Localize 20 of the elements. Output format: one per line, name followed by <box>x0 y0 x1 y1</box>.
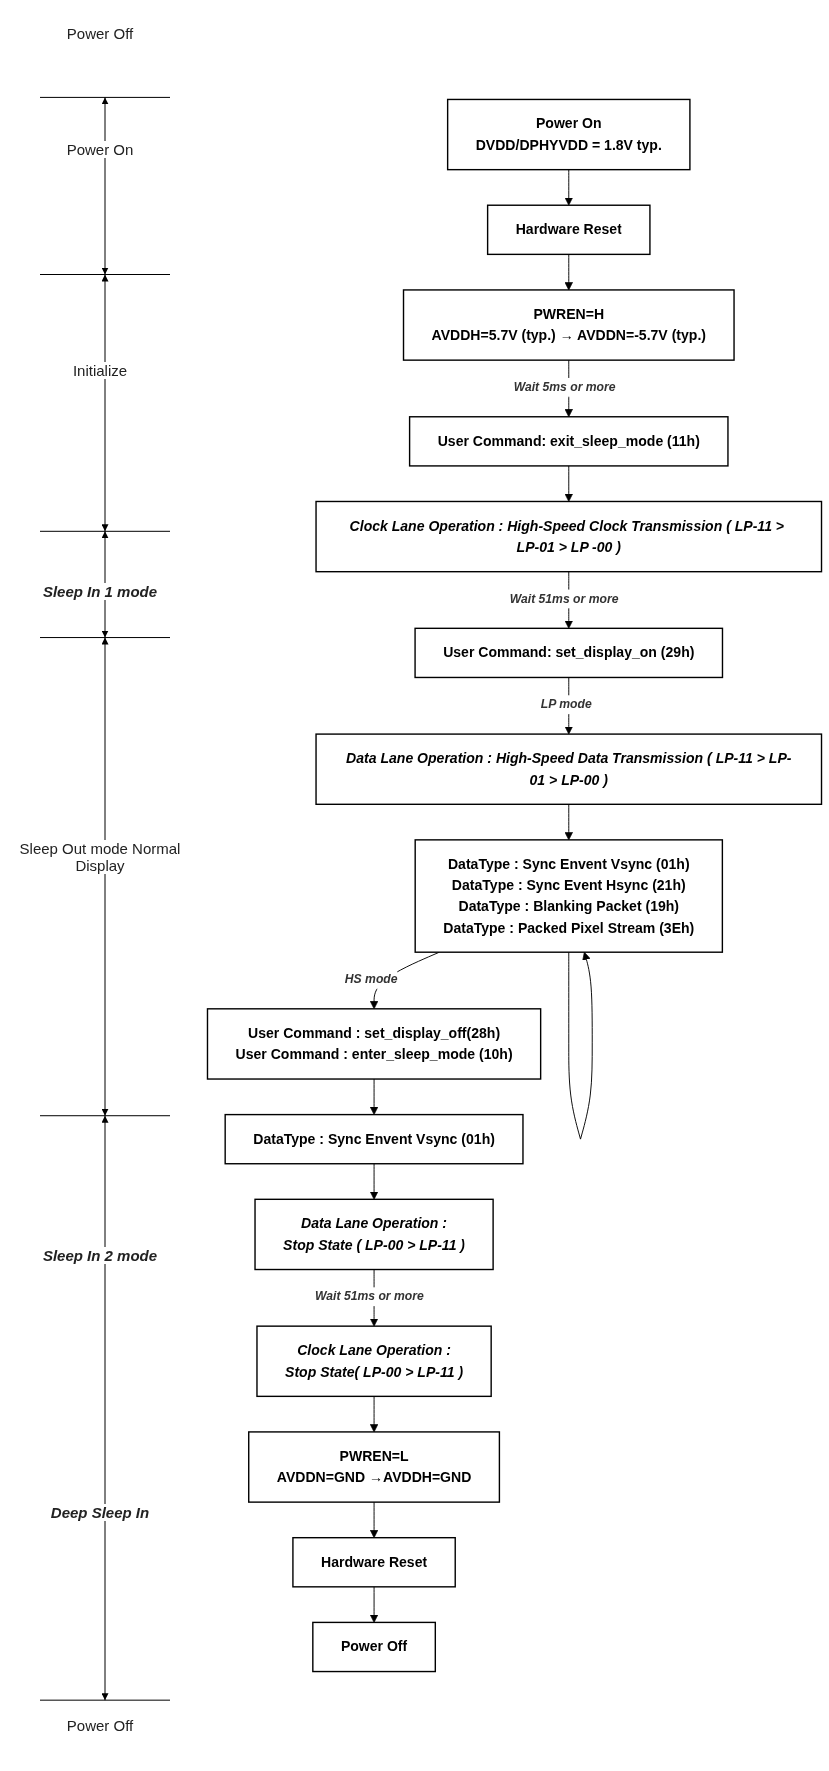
node-box: Hardware Reset <box>486 204 651 256</box>
node-box: User Command: exit_sleep_mode (11h) <box>408 416 729 467</box>
node-box: PWREN=H AVDDH=5.7V (typ.) → AVDDN=-5.7V (typ.) <box>402 289 735 361</box>
edge-label: Wait 51ms or more <box>315 1289 424 1304</box>
node-box: Clock Lane Operation : High-Speed Clock Transmission ( LP-11 > LP-01 > LP -00 ) <box>315 500 823 573</box>
node-box: User Command: set_display_on (29h) <box>414 627 724 679</box>
node-box: Clock Lane Operation : Stop State( LP-00 > LP-11 ) <box>256 1325 492 1398</box>
node-box: Hardware Reset <box>292 1537 456 1588</box>
node-box: Data Lane Operation : High-Speed Data Transmission ( LP-11 > LP-01 > LP-00 ) <box>315 733 823 805</box>
node-box: Data Lane Operation : Stop State ( LP-00 > LP-11 ) <box>254 1198 494 1271</box>
node-box: User Command : set_display_off(28h) User Command : enter_sleep_mode (10h) <box>206 1008 542 1080</box>
edge-label: Wait 5ms or more <box>513 379 616 394</box>
node-box: DataType : Sync Envent Vsync (01h) DataType : Sync Event Hsync (21h) DataType : Blanking Packet (19h) DataType : Packed Pixel Stream (3Eh) <box>414 839 724 953</box>
node-box: Power On DVDD/DPHYVDD = 1.8V typ. <box>446 98 691 171</box>
edge-label: Wait 51ms or more <box>509 591 619 606</box>
node-box: DataType : Sync Envent Vsync (01h) <box>224 1113 524 1165</box>
node-box: Power Off <box>312 1621 436 1673</box>
edge-label: LP mode <box>540 697 592 712</box>
edge-label: HS mode <box>344 971 398 986</box>
node-box: PWREN=L AVDDN=GND →AVDDH=GND <box>248 1431 501 1503</box>
